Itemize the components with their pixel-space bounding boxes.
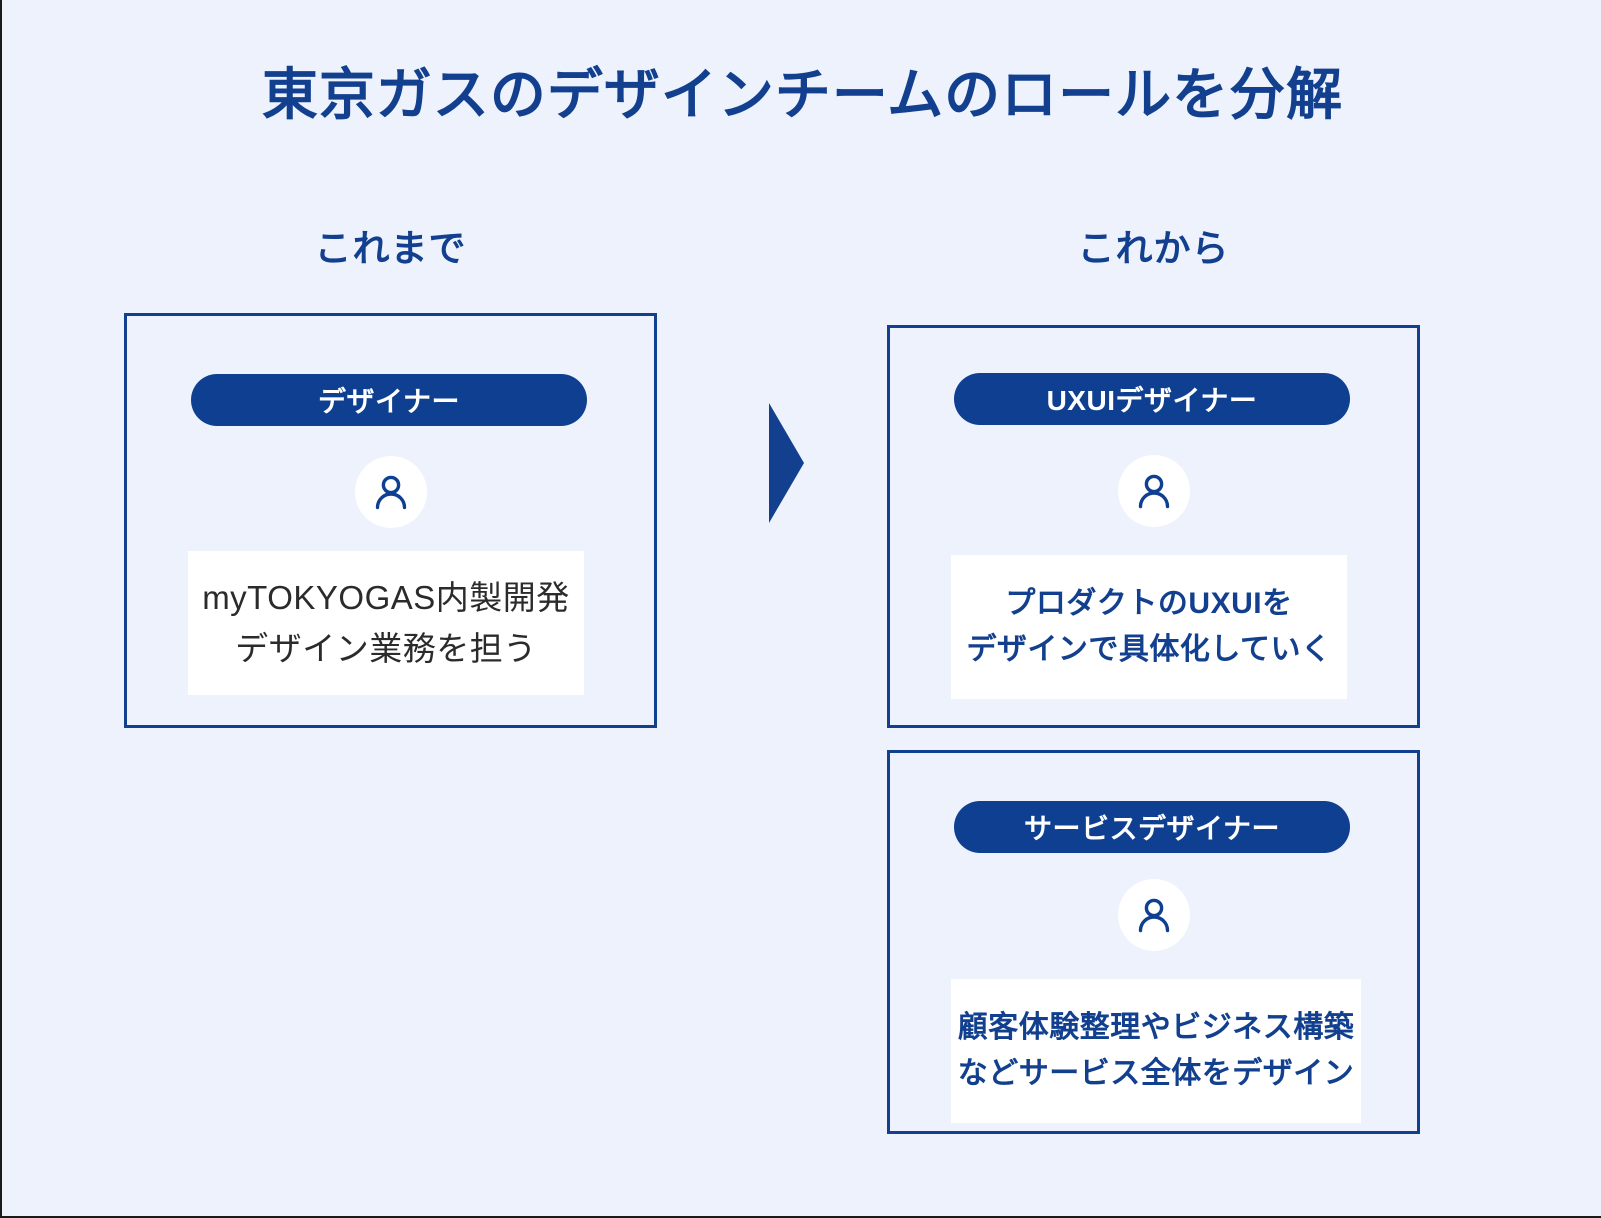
transition-arrow-icon: [768, 403, 808, 523]
role-description-service-designer: 顧客体験整理やビジネス構築 などサービス全体をデザイン: [951, 979, 1361, 1123]
column-caption-before: これまで: [314, 228, 467, 269]
description-line: myTOKYOGAS内製開発: [202, 578, 570, 616]
role-description-designer: myTOKYOGAS内製開発 デザイン業務を担う: [188, 551, 584, 695]
role-badge-designer: デザイナー: [191, 374, 587, 426]
person-icon: [1118, 879, 1190, 951]
role-card-uxui-designer: UXUIデザイナー プロダクトのUXUIを デザインで具体化していく: [887, 325, 1420, 728]
role-badge-service-designer: サービスデザイナー: [954, 801, 1350, 853]
description-line: などサービス全体をデザイン: [957, 1057, 1355, 1090]
role-card-designer: デザイナー myTOKYOGAS内製開発 デザイン業務を担う: [124, 313, 657, 728]
role-description-uxui-designer: プロダクトのUXUIを デザインで具体化していく: [951, 555, 1347, 699]
person-icon: [355, 456, 427, 528]
description-line: プロダクトのUXUIを: [1005, 586, 1293, 620]
page-title: 東京ガスのデザインチームのロールを分解: [261, 63, 1344, 126]
role-card-service-designer: サービスデザイナー 顧客体験整理やビジネス構築 などサービス全体をデザイン: [887, 750, 1420, 1134]
description-line: 顧客体験整理やビジネス構築: [957, 1010, 1355, 1044]
description-line: デザインで具体化していく: [966, 633, 1332, 666]
role-badge-uxui-designer: UXUIデザイナー: [954, 373, 1350, 425]
person-icon: [1118, 455, 1190, 527]
description-line: デザイン業務を担う: [235, 630, 537, 667]
column-caption-after: これから: [1077, 228, 1230, 269]
